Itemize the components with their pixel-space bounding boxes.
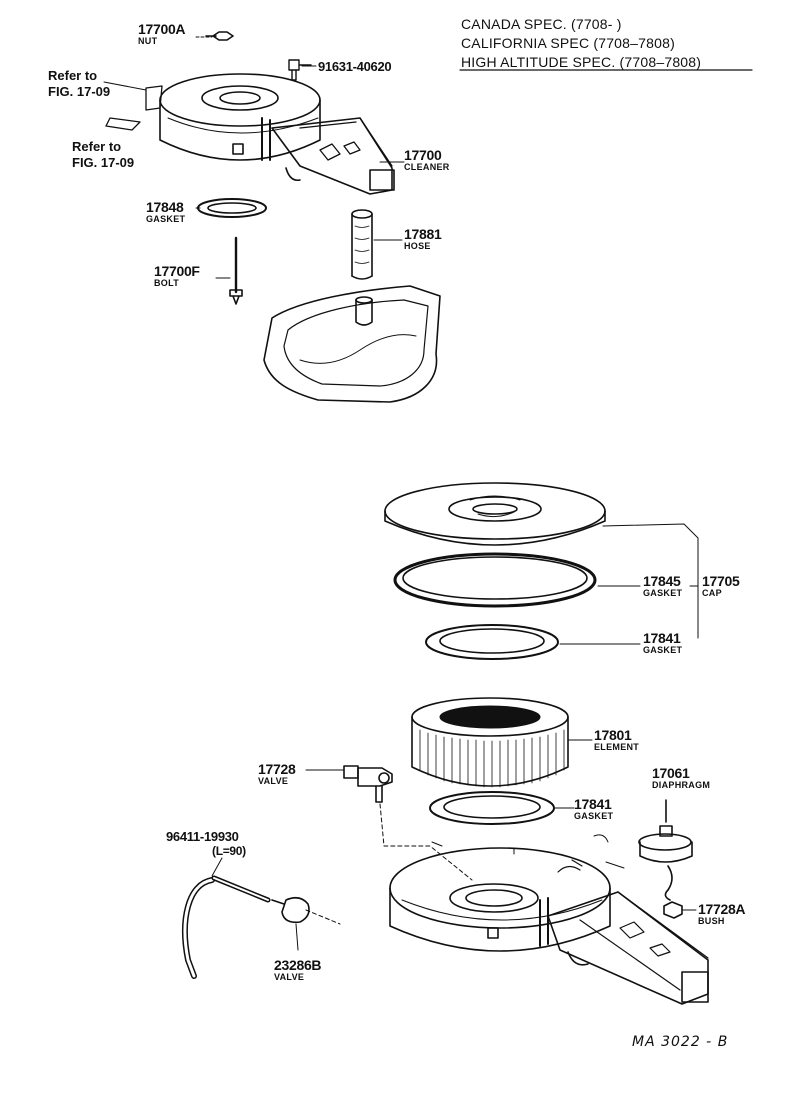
refer-to-text: Refer to (48, 68, 98, 83)
part-number: 23286B (274, 957, 322, 973)
refer-to-text: Refer to (72, 139, 122, 154)
part-label-23286B: 23286B VALVE (274, 957, 322, 982)
part-label-17848: 17848 GASKET (146, 200, 185, 224)
part-number: 17881 (404, 226, 442, 242)
bush-17728A (663, 901, 697, 919)
part-number: 17728 (258, 761, 296, 777)
part-name: DIAPHRAGM (652, 780, 711, 790)
gasket-17841-upper (425, 624, 559, 660)
diaphragm-17061 (638, 799, 693, 901)
gasket-17848 (195, 198, 267, 218)
part-label-17728: 17728 VALVE (258, 761, 296, 786)
hose-96411 (182, 857, 271, 979)
part-label-17705: 17705 CAP (702, 573, 740, 598)
part-label-17841-lower: 17841 GASKET (574, 797, 613, 821)
part-label-17841-upper: 17841 GASKET (643, 631, 682, 655)
spec-canada: CANADA SPEC. (7708- ) (461, 16, 622, 32)
cleaner-lower-housing (389, 834, 709, 1005)
part-name: VALVE (274, 972, 305, 982)
spec-high-altitude: HIGH ALTITUDE SPEC. (7708–7808) (461, 54, 702, 70)
part-label-17061: 17061 DIAPHRAGM (652, 766, 710, 790)
part-number: 17728A (698, 901, 746, 917)
part-label-17700A: 17700A NUT (138, 21, 186, 46)
gasket-17841-lower (429, 791, 575, 825)
part-number: 17700 (404, 147, 442, 163)
hose-17881 (351, 209, 403, 280)
gasket-17845 (393, 552, 597, 608)
refer-to-fig: FIG. 17-09 (72, 155, 135, 170)
bolt-17700F (215, 236, 243, 305)
part-number: 17848 (146, 199, 184, 215)
part-number: 17700A (138, 21, 186, 37)
valve-17728 (305, 765, 473, 881)
nut-17700A (205, 31, 234, 41)
part-name: GASKET (146, 214, 186, 224)
part-label-17700: 17700 CLEANER (404, 148, 450, 172)
part-label-17881: 17881 HOSE (404, 226, 442, 251)
part-number: 17845 (643, 573, 681, 589)
part-label-17728A: 17728A BUSH (698, 901, 746, 926)
part-label-96411: 96411-19930 (L=90) (166, 830, 246, 857)
part-number: 17841 (643, 630, 681, 646)
part-name: CLEANER (404, 162, 450, 172)
cleaner-lower-body-top (263, 285, 441, 403)
part-name: BUSH (698, 916, 725, 926)
part-name: GASKET (574, 811, 614, 821)
part-name: HOSE (404, 241, 431, 251)
cap-17705 (384, 482, 606, 546)
part-label-17700F: 17700F BOLT (154, 264, 200, 288)
part-name: GASKET (643, 645, 683, 655)
part-name: ELEMENT (594, 742, 640, 752)
cap-top-ellipse (159, 73, 321, 127)
element-17801 (411, 697, 593, 788)
part-name: CAP (702, 588, 722, 598)
part-name: GASKET (643, 588, 683, 598)
part-label-17801: 17801 ELEMENT (594, 728, 639, 752)
spec-california: CALIFORNIA SPEC (7708–7808) (461, 35, 675, 51)
part-number: 17700F (154, 263, 200, 279)
part-label-91631: 91631-40620 (318, 59, 392, 74)
refer-to-label-2: Refer to FIG. 17-09 (72, 139, 134, 171)
part-number: 17801 (594, 727, 632, 743)
part-name: VALVE (258, 776, 289, 786)
part-name: BOLT (154, 278, 180, 288)
part-label-17845: 17845 GASKET (643, 574, 682, 598)
drawing-code: MA 3022 - B (632, 1034, 729, 1050)
leader-17705 (559, 523, 699, 645)
refer-to-label-1: Refer to FIG. 17-09 (48, 68, 110, 100)
part-name: NUT (138, 36, 158, 46)
valve-23286B (271, 896, 341, 951)
snorkel-top (271, 117, 393, 195)
part-number: 96411-19930 (166, 829, 239, 844)
bolt-91631 (288, 59, 312, 81)
part-number: 17061 (652, 765, 690, 781)
refer-to-fig: FIG. 17-09 (48, 84, 111, 99)
cleaner-assembly-top (103, 31, 405, 195)
part-length: (L=90) (212, 844, 246, 858)
part-number: 17841 (574, 796, 612, 812)
part-number: 17705 (702, 573, 740, 589)
part-number: 91631-40620 (318, 59, 392, 74)
